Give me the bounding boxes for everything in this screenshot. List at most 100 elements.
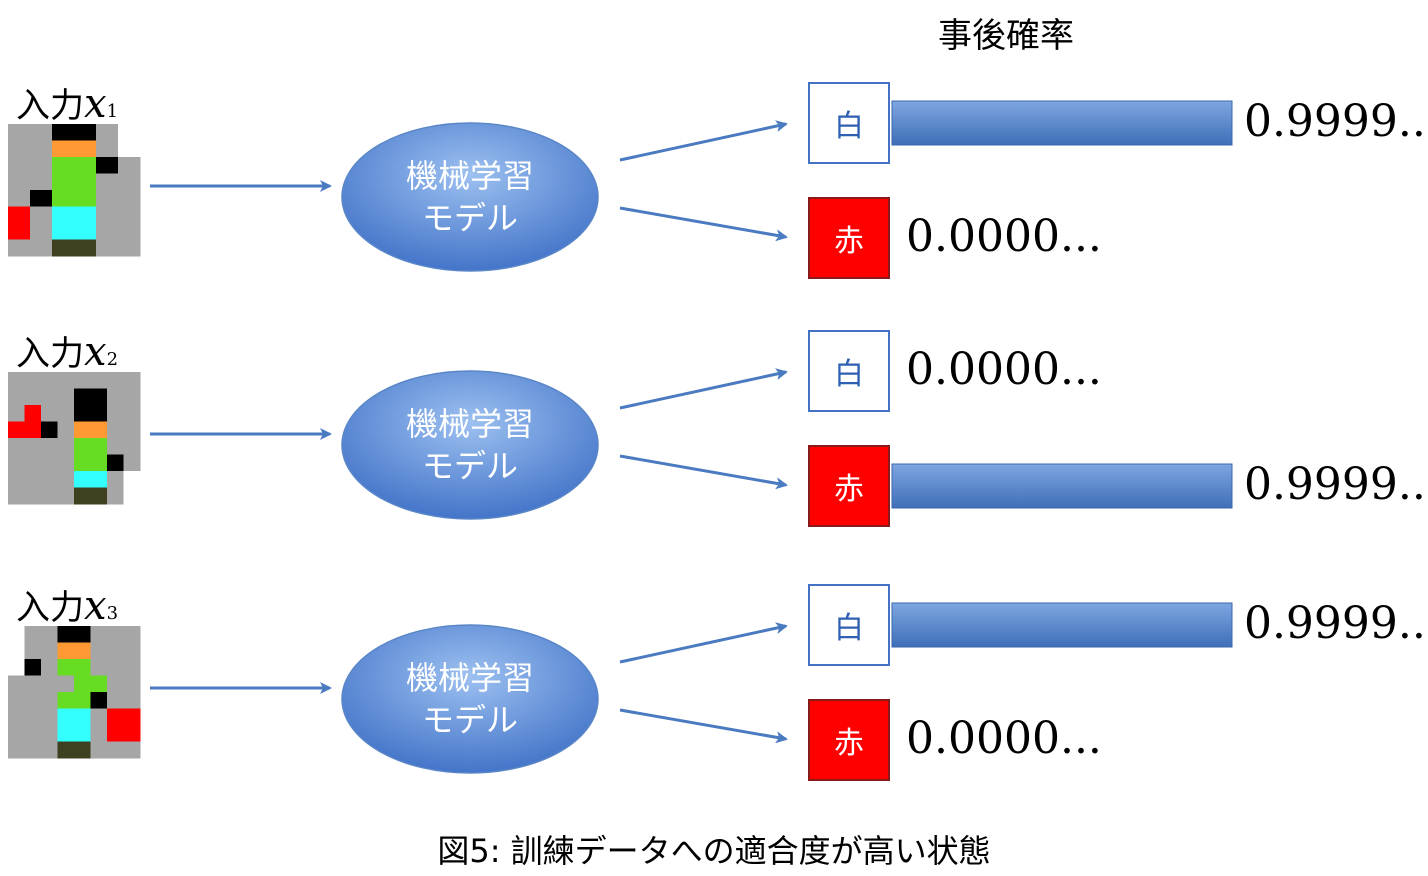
model-label-1: 機械学習モデル [342,123,598,271]
pixel [123,642,141,660]
pixel [74,223,97,240]
pixel [24,675,42,693]
pixel [41,708,58,726]
class-box-white: 白 [808,330,890,412]
pixel [123,741,141,759]
pixel [90,626,108,643]
pixel [41,471,58,488]
pixel [8,388,25,406]
pixel [57,708,75,726]
pixel [74,124,97,141]
pixel [8,692,25,709]
input-label-2: 入力x2 [16,326,118,375]
pixel [118,173,141,191]
pixel [8,223,31,240]
pixel [24,372,42,389]
model-label-line: 機械学習 [405,659,534,697]
arrows-layer [150,120,788,744]
pixel [8,659,25,676]
model-label-line: モデル [421,447,518,485]
pixel [24,741,42,759]
probability-value: 0.0000... [906,713,1102,764]
pixel [90,438,108,455]
pixel [74,173,97,191]
pixel [96,124,119,141]
figure-caption: 図5: 訓練データへの適合度が高い状態 [437,832,991,870]
probability-value: 0.0000... [906,211,1102,262]
pixel [8,626,25,643]
pixel [74,405,91,422]
pixel [52,173,75,191]
pixel [96,223,119,240]
probability-value: 0.0000... [906,344,1102,395]
pixel [8,454,25,472]
probability-bar [891,463,1233,509]
pixel [24,659,42,676]
pixel [57,372,75,389]
pixel [24,626,42,643]
pixel [24,471,42,488]
pixel [57,725,75,742]
pixel [30,157,53,174]
pixel [8,642,25,660]
pixel [107,372,124,389]
pixel [57,438,75,455]
pixel [107,741,124,759]
pixel [123,454,141,472]
class-box-red: 赤 [808,197,890,279]
pixel [41,454,58,472]
pixel [107,626,124,643]
pixel [8,438,25,455]
pixel [90,421,108,439]
pixel [52,124,75,141]
pixel [8,471,25,488]
pixel [118,157,141,174]
pixel [90,372,108,389]
model-label-2: 機械学習モデル [342,371,598,519]
pixel [57,421,75,439]
pixel [57,454,75,472]
pixel [52,140,75,158]
pixel [123,388,141,406]
pixel [24,438,42,455]
pixel [74,725,91,742]
arrow-model-to-class-1 [619,622,788,664]
pixel [90,741,108,759]
pixel [8,421,25,439]
pixel [118,206,141,224]
pixel [30,173,53,191]
pixel [107,421,124,439]
class-box-red: 赤 [808,445,890,527]
pixel [8,124,31,141]
input-image-2 [8,372,141,505]
arrow-model-to-class-2 [619,454,788,490]
arrow-model-to-class-2 [619,708,788,744]
pixel [74,454,91,472]
pixel [24,642,42,660]
pixel [74,659,91,676]
pixel [41,675,58,693]
pixel [123,372,141,389]
pixel [96,173,119,191]
pixel [123,438,141,455]
pixel [24,388,42,406]
pixel [52,206,75,224]
pixel [90,708,108,726]
pixel [8,405,25,422]
pixel [123,708,141,726]
input-subscript: 2 [106,349,119,370]
pixel [107,708,124,726]
pixel [74,239,97,257]
pixel [123,725,141,742]
pixel [74,190,97,207]
pixel [8,741,25,759]
pixel [90,675,108,693]
pixel [30,206,53,224]
pixel [107,675,124,693]
pixel [57,741,75,759]
pixel [123,405,141,422]
pixel [90,642,108,660]
probability-bar [891,602,1233,648]
pixel [41,642,58,660]
input-variable: x [84,81,107,127]
